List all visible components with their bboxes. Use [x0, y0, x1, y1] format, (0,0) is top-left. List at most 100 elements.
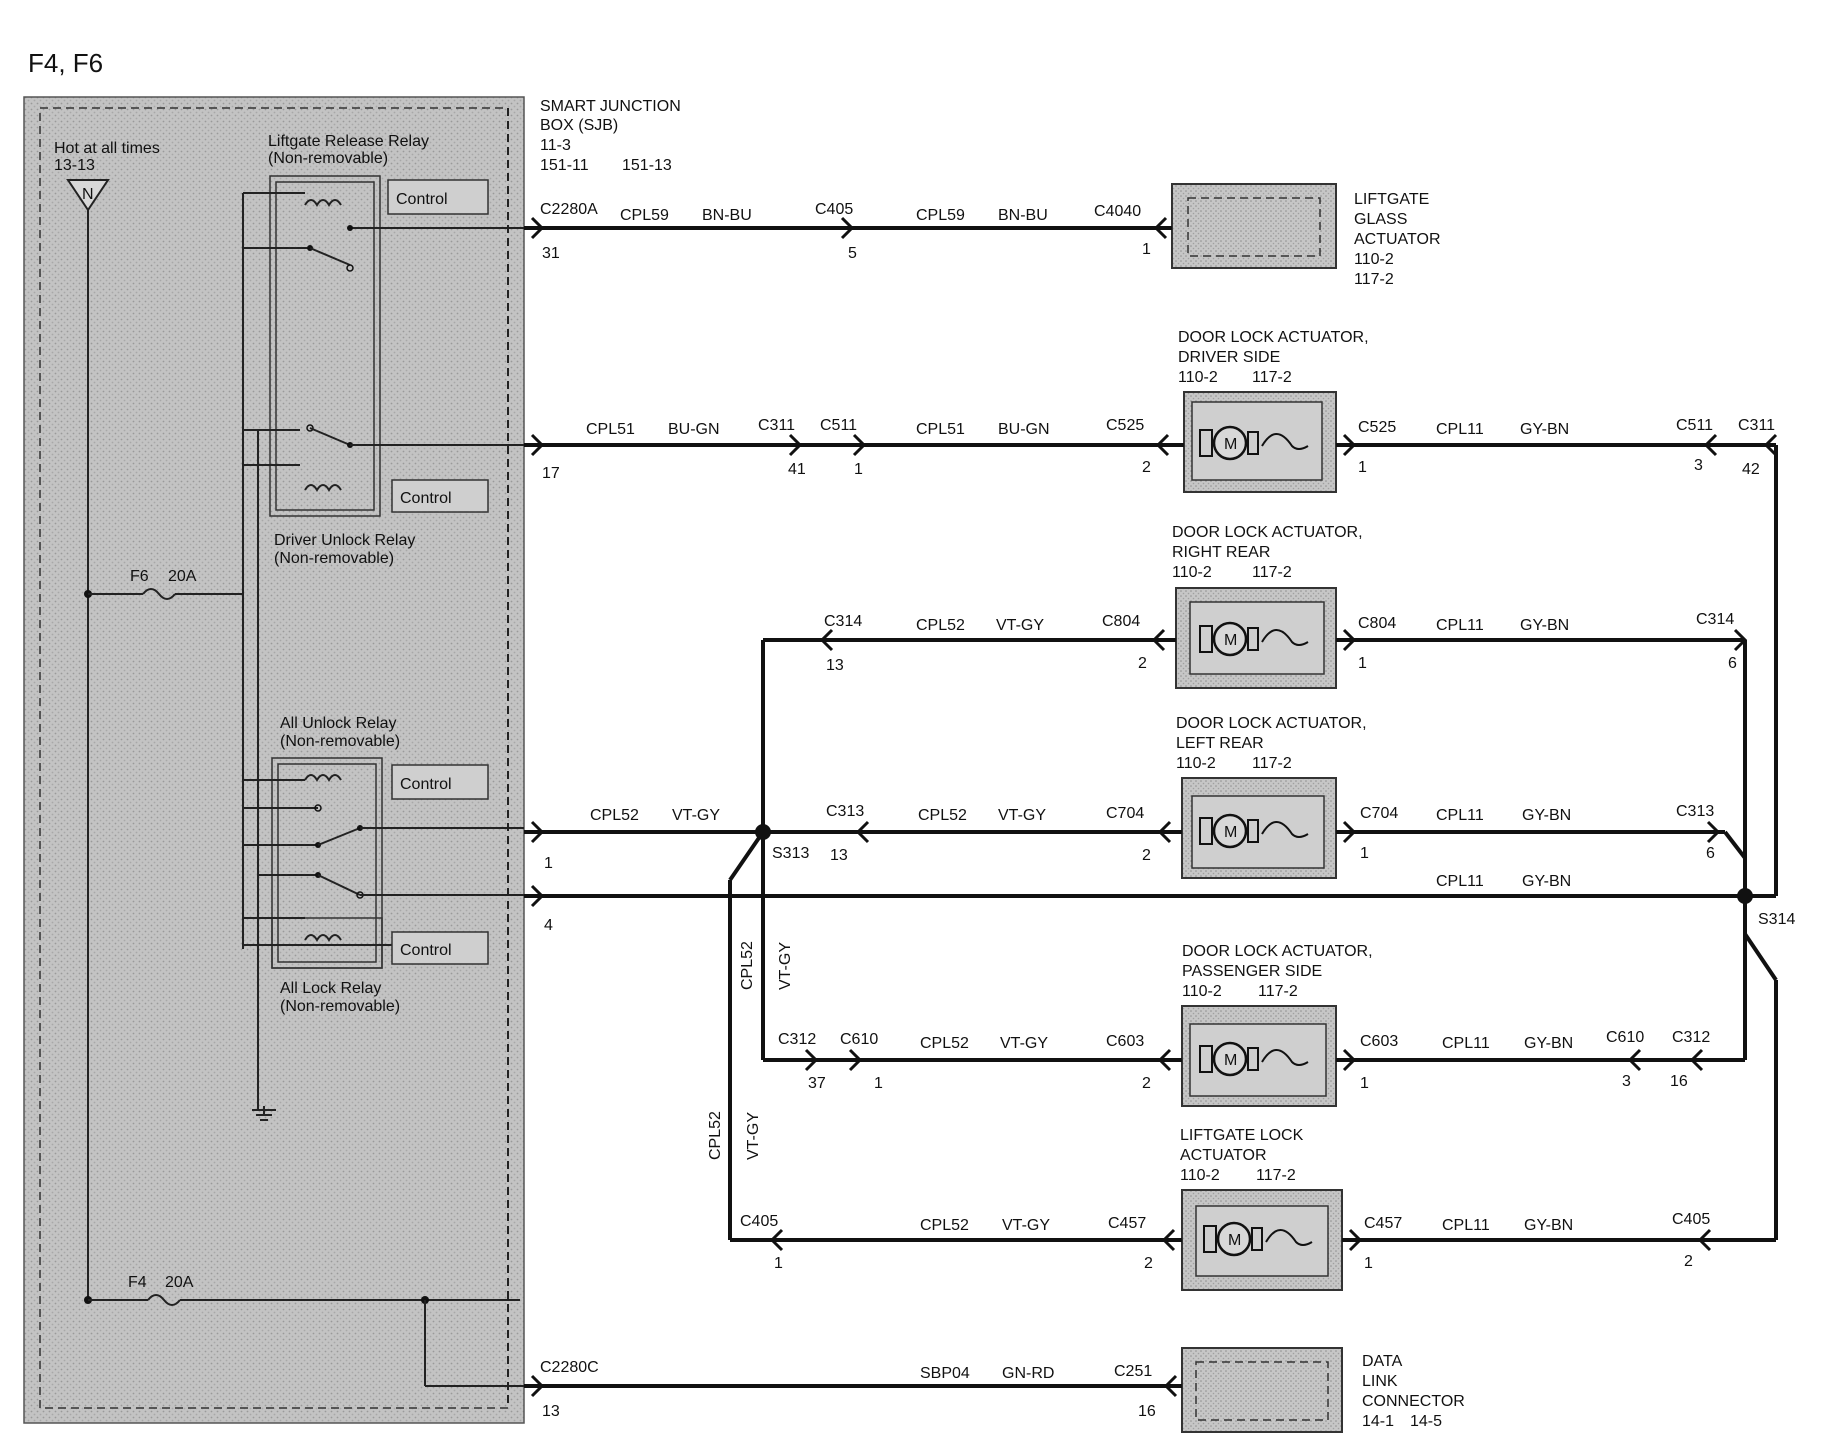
motor-icon-driver: [1199, 425, 1309, 461]
splice-s313: [755, 824, 771, 840]
row2-actuator-pin: 2: [1142, 459, 1151, 476]
right-rear-actuator-ref-1: 110-2: [1172, 564, 1212, 581]
hot-ref: 13-13: [54, 157, 95, 174]
row7-left-pin: 1: [774, 1255, 783, 1272]
right-rear-actuator-label-1: DOOR LOCK ACTUATOR,: [1172, 524, 1363, 541]
row7-left-connector: C405: [740, 1213, 778, 1230]
relay2-control-box: [391, 479, 489, 513]
row4-left-pin: 13: [830, 847, 848, 864]
row4-circuit-3: CPL11: [1436, 807, 1484, 824]
row7-actuator-pin: 2: [1144, 1255, 1153, 1272]
relay3-label-line1: All Unlock Relay: [280, 715, 396, 732]
passenger-actuator-ref-2: 117-2: [1258, 983, 1298, 1000]
row1-mid-pin: 5: [848, 245, 857, 262]
hot-label: Hot at all times: [54, 140, 160, 157]
driver-actuator-label-1: DOOR LOCK ACTUATOR,: [1178, 329, 1369, 346]
liftgate-lock-label-2: ACTUATOR: [1180, 1147, 1267, 1164]
row6-actuator-pin: 2: [1142, 1075, 1151, 1092]
left-rear-actuator-label-2: LEFT REAR: [1176, 735, 1264, 752]
row2-circuit-3: CPL11: [1436, 421, 1484, 438]
row1-end-pin: 1: [1142, 241, 1151, 258]
row1-color-2: BN-BU: [998, 207, 1048, 224]
relay2-label-line1: Driver Unlock Relay: [274, 532, 415, 549]
row8-sjb-connector: C2280C: [540, 1359, 599, 1376]
power-source-symbol: N: [82, 186, 94, 203]
row1-mid-connector: C405: [815, 201, 853, 218]
row6-circuit: CPL52: [920, 1035, 969, 1052]
vert1-color: VT-GY: [777, 942, 794, 990]
row3-actuator-connector: C804: [1102, 613, 1140, 630]
row2-circuit: CPL51: [586, 421, 635, 438]
row2-out-connector: C525: [1358, 419, 1396, 436]
liftgate-lock-ref-2: 117-2: [1256, 1167, 1296, 1184]
row4-color-2: VT-GY: [998, 807, 1046, 824]
row8-end-connector: C251: [1114, 1363, 1152, 1380]
row5-color: GY-BN: [1522, 873, 1571, 890]
row6-p1: 37: [808, 1075, 826, 1092]
relay1-control-label: Control: [396, 191, 448, 208]
row6-out-pin: 1: [1360, 1075, 1369, 1092]
liftgate-glass-label-2: GLASS: [1354, 211, 1407, 228]
relay4-control-label: Control: [400, 942, 452, 959]
row6-c2: C610: [840, 1031, 878, 1048]
relay1-label-line1: Liftgate Release Relay: [268, 133, 429, 150]
row2-p2: 1: [854, 461, 863, 478]
sjb-ref1: 11-3: [540, 137, 571, 154]
row6-color-2: GY-BN: [1524, 1035, 1573, 1052]
smart-junction-box: [23, 96, 525, 1424]
row7-out-connector: C457: [1364, 1215, 1402, 1232]
fuse-f4-icon: [147, 1294, 181, 1306]
relay1-label-line2: (Non-removable): [268, 150, 388, 167]
dlc-label-2: LINK: [1362, 1373, 1398, 1390]
motor-icon-left-rear: [1199, 813, 1309, 849]
row1-circuit: CPL59: [620, 207, 669, 224]
right-rear-actuator-label-2: RIGHT REAR: [1172, 544, 1270, 561]
row6-circuit-2: CPL11: [1442, 1035, 1490, 1052]
row2-color: BU-GN: [668, 421, 720, 438]
row6-c4: C312: [1672, 1029, 1710, 1046]
row3-color: VT-GY: [996, 617, 1044, 634]
left-rear-actuator-ref-2: 117-2: [1252, 755, 1292, 772]
dlc-label-1: DATA: [1362, 1353, 1403, 1370]
fuse-f6-label: F6: [130, 568, 149, 585]
row6-actuator-connector: C603: [1106, 1033, 1144, 1050]
dlc-label-3: CONNECTOR: [1362, 1393, 1465, 1410]
row8-color: GN-RD: [1002, 1365, 1054, 1382]
row7-circuit-2: CPL11: [1442, 1217, 1490, 1234]
row6-p3: 3: [1622, 1073, 1631, 1090]
relay3-control-box: [391, 764, 489, 800]
row3-out-pin: 1: [1358, 655, 1367, 672]
motor-label-driver: M: [1224, 436, 1237, 453]
relay3-label-line2: (Non-removable): [280, 733, 400, 750]
row6-c1: C312: [778, 1031, 816, 1048]
row4-circuit: CPL52: [590, 807, 639, 824]
row5-circuit: CPL11: [1436, 873, 1484, 890]
dlc-label-5: 14-5: [1410, 1413, 1442, 1430]
row7-circuit: CPL52: [920, 1217, 969, 1234]
dlc-label-4: 14-1: [1362, 1413, 1394, 1430]
motor-label-right-rear: M: [1224, 632, 1237, 649]
row7-right-connector: C405: [1672, 1211, 1710, 1228]
relay1-control-box: [387, 179, 489, 215]
motor-label-left-rear: M: [1224, 824, 1237, 841]
motor-icon-right-rear: [1199, 621, 1309, 657]
row3-left-pin: 13: [826, 657, 844, 674]
fuse-f6-icon: [142, 588, 176, 600]
driver-actuator-label-2: DRIVER SIDE: [1178, 349, 1280, 366]
liftgate-glass-label-4: 110-2: [1354, 251, 1394, 268]
row4-actuator-connector: C704: [1106, 805, 1144, 822]
vert2-color: VT-GY: [745, 1112, 762, 1160]
row3-circuit: CPL52: [916, 617, 965, 634]
left-rear-actuator-label-1: DOOR LOCK ACTUATOR,: [1176, 715, 1367, 732]
row3-actuator-pin: 2: [1138, 655, 1147, 672]
sjb-ref2b: 151-13: [622, 157, 672, 174]
row8-end-pin: 16: [1138, 1403, 1156, 1420]
row3-right-pin: 6: [1728, 655, 1737, 672]
row2-c2: C511: [820, 417, 857, 434]
sjb-name-line2: BOX (SJB): [540, 117, 618, 134]
row2-sjb-pin: 17: [542, 465, 560, 482]
row6-out-connector: C603: [1360, 1033, 1398, 1050]
sjb-name-line1: SMART JUNCTION: [540, 98, 681, 115]
row7-color: VT-GY: [1002, 1217, 1050, 1234]
row4-right-connector: C313: [1676, 803, 1714, 820]
